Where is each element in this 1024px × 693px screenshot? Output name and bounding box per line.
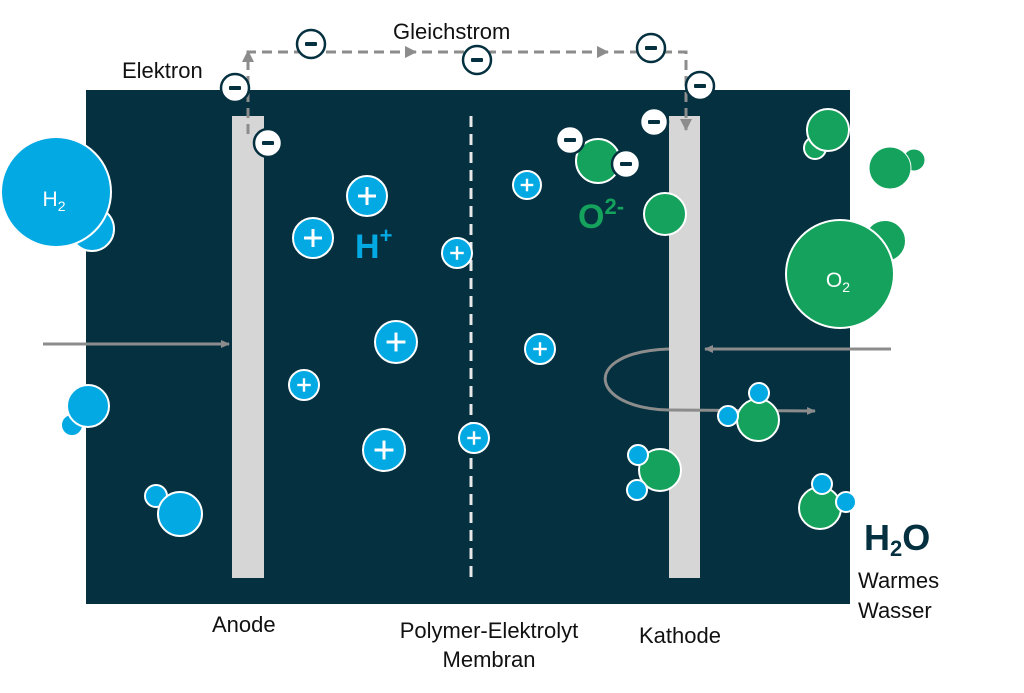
water-molecule [798, 473, 857, 530]
water-outflow-arrow [603, 347, 816, 415]
minus-icon [229, 86, 241, 90]
direct-current-label: Gleichstrom [393, 19, 510, 44]
minus-icon [694, 84, 706, 88]
circuit-arrow-right-icon [405, 46, 417, 58]
anode-electrode [232, 116, 264, 578]
water-label-line2: Wasser [858, 598, 932, 623]
h2-formula: H2 [43, 188, 66, 214]
proton-ion [288, 369, 320, 401]
electron [252, 127, 284, 159]
o2-formula: O2 [826, 269, 850, 295]
electron [295, 28, 327, 60]
proton-ion [524, 333, 556, 365]
membrane-label-line2: Membran [443, 647, 536, 672]
water-molecule [626, 444, 682, 501]
minus-icon [262, 141, 274, 145]
fuel-cell-body [86, 90, 850, 604]
electron [610, 148, 642, 180]
oxide-ion-label: O2- [578, 194, 624, 236]
water-label-line1: Warmes [858, 568, 939, 593]
oxide-ion [643, 192, 687, 236]
hydrogen-molecule-large: H2 [0, 136, 115, 252]
proton-ion [362, 428, 406, 472]
proton-ion [441, 237, 473, 269]
circuit-arrow-down-icon [680, 119, 692, 131]
cathode-electrode [669, 116, 700, 578]
proton-ion [346, 175, 388, 217]
electron [638, 106, 670, 138]
electron-label: Elektron [122, 58, 203, 83]
minus-icon [471, 58, 483, 62]
electron [554, 124, 586, 156]
proton-ion [512, 170, 542, 200]
circuit-arrow-right-icon [597, 46, 609, 58]
minus-icon [645, 46, 657, 50]
circuit-arrow-up-icon [242, 50, 254, 62]
anode-label: Anode [212, 612, 276, 637]
electron [461, 44, 493, 76]
minus-icon [564, 138, 576, 142]
electron [635, 32, 667, 64]
electron [219, 72, 251, 104]
water-formula: H2O [864, 517, 930, 561]
oxygen-molecule-large: O2 [785, 219, 907, 329]
water-molecule [717, 382, 780, 442]
membrane-label-line1: Polymer-Elektrolyt [400, 618, 578, 643]
proton-ion [292, 217, 334, 259]
cathode-label: Kathode [639, 623, 721, 648]
electron [684, 70, 716, 102]
oxygen-molecule [803, 108, 850, 160]
oxygen-molecule [868, 146, 926, 190]
minus-icon [305, 42, 317, 46]
hydrogen-molecule [60, 384, 110, 437]
minus-icon [620, 162, 632, 166]
proton-ion [374, 320, 418, 364]
proton-label: H+ [355, 223, 392, 266]
proton-ion [458, 422, 490, 454]
minus-icon [648, 120, 660, 124]
hydrogen-molecule [144, 484, 203, 537]
